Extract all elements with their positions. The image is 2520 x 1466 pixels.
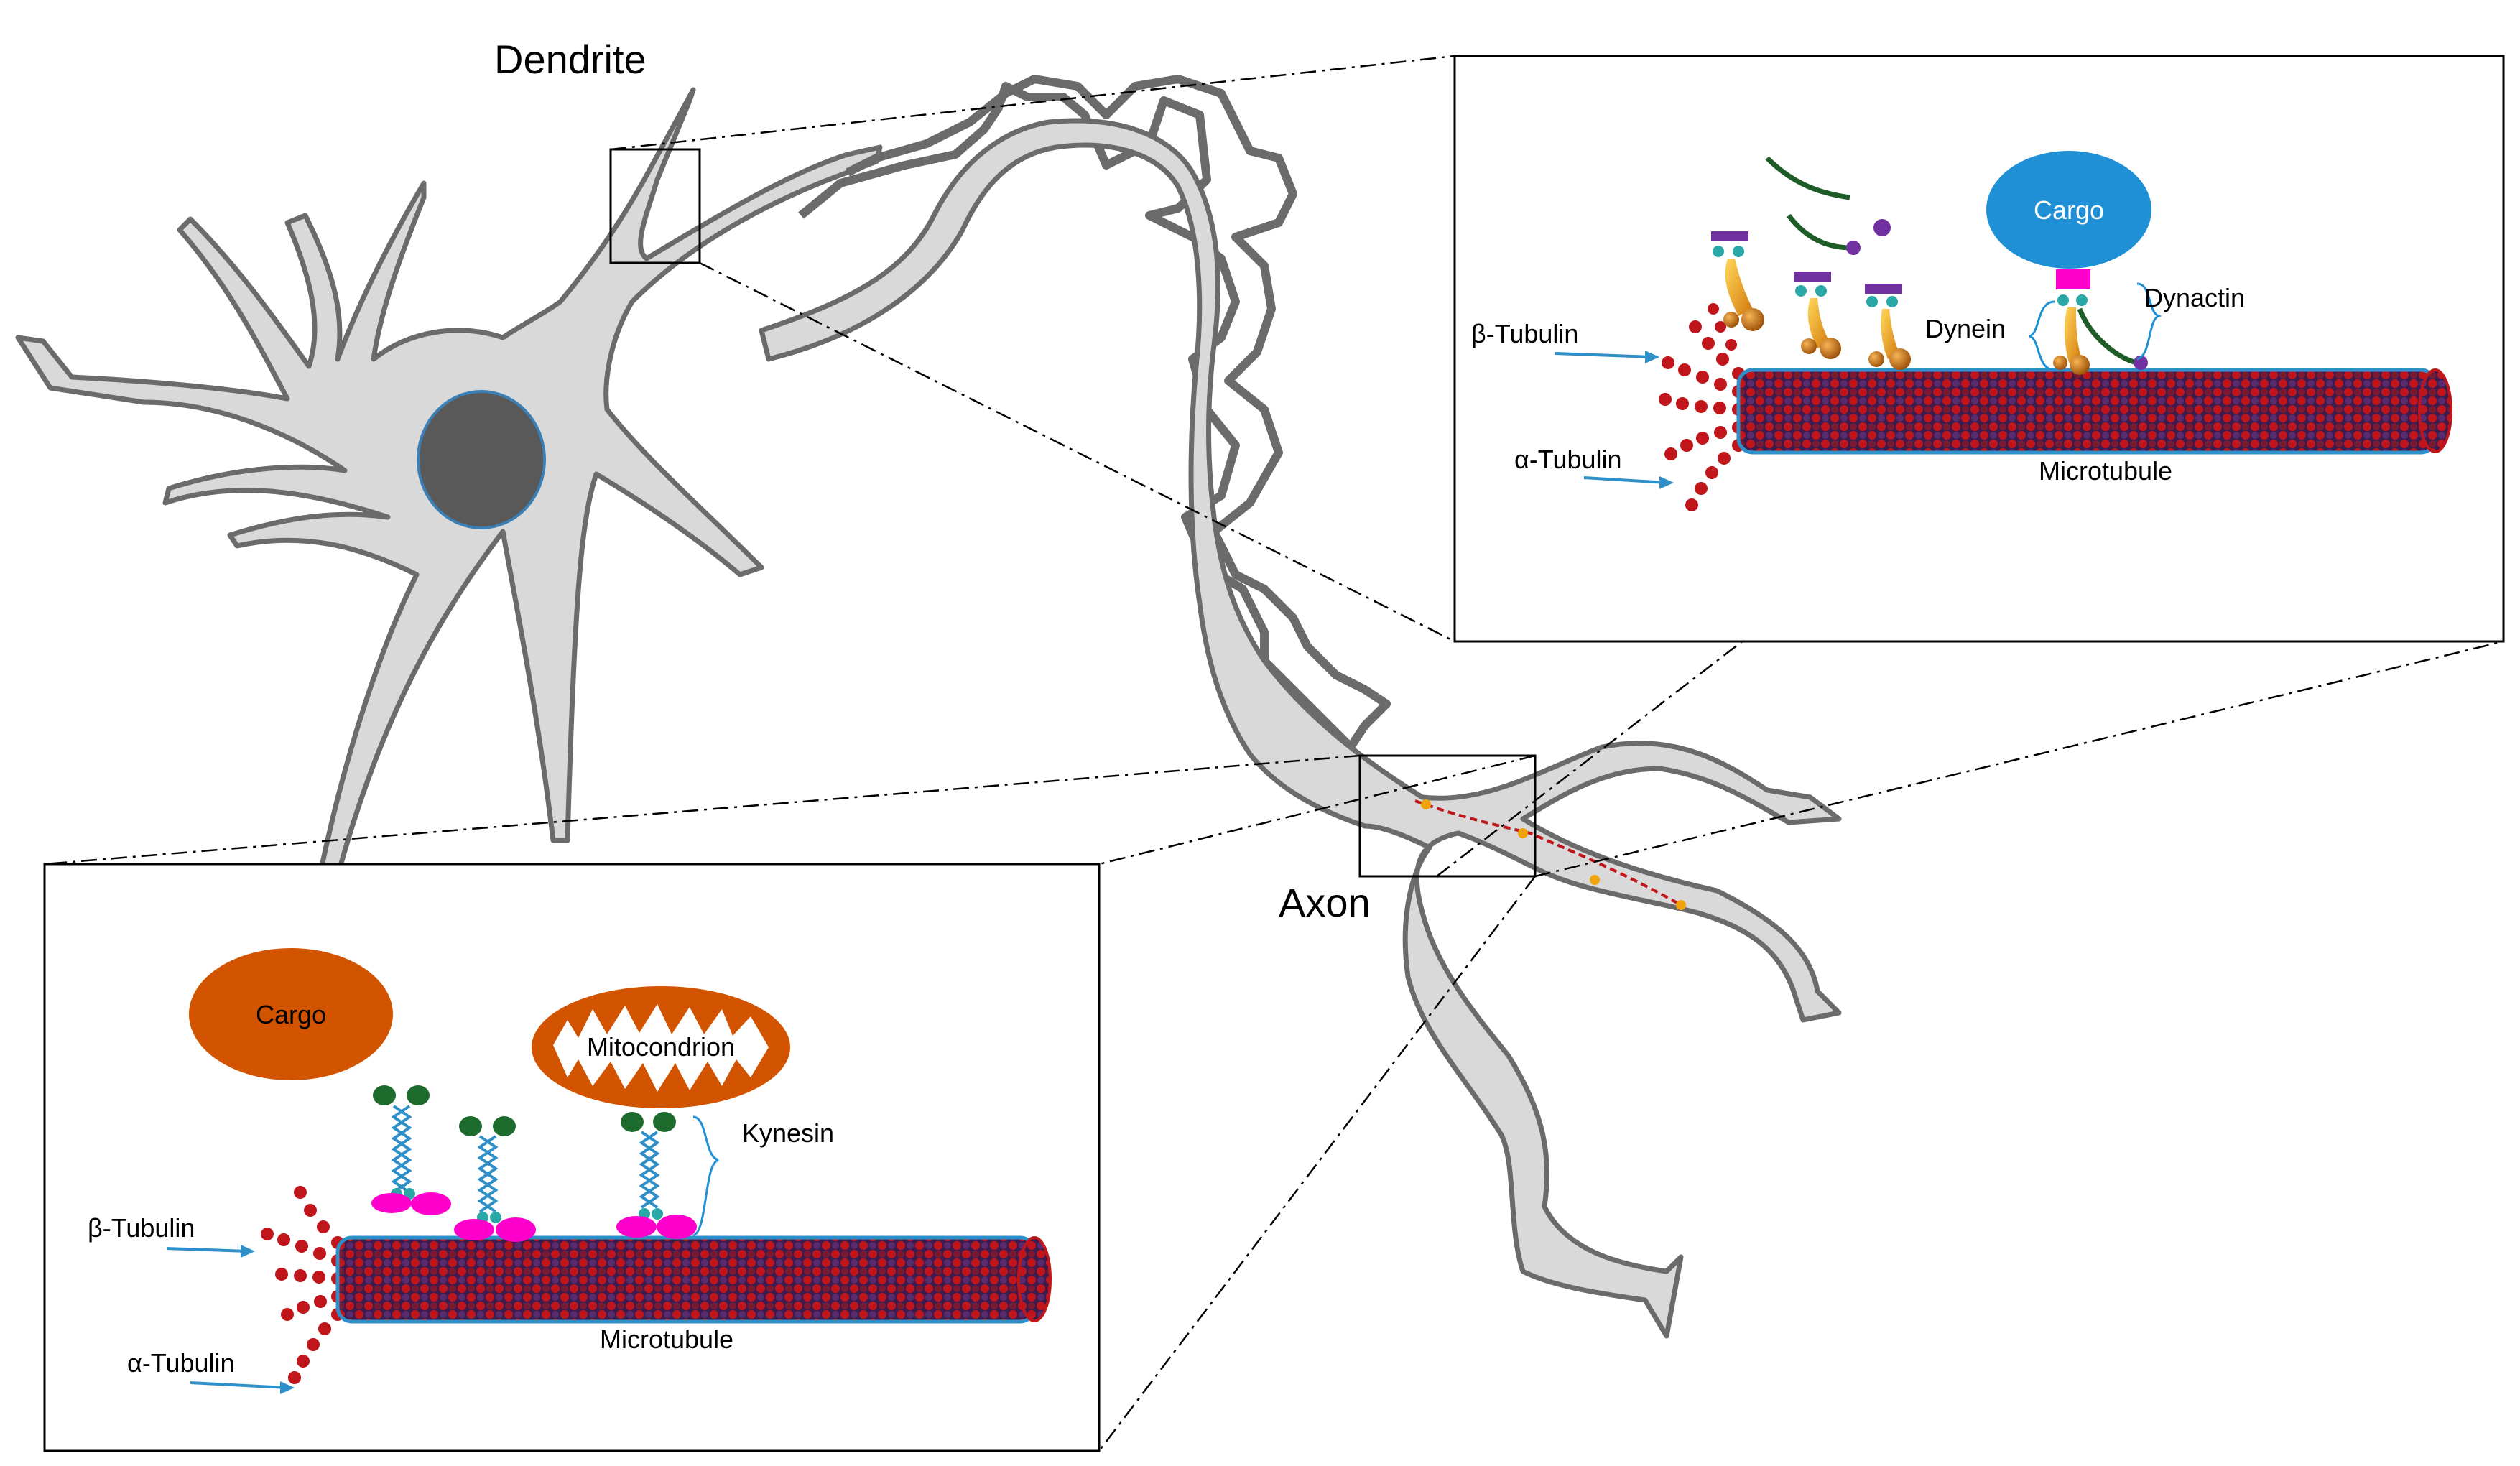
dynactin-arm	[2077, 307, 2138, 366]
dynein-bracket	[2029, 300, 2055, 371]
kinesin-bracket	[692, 1115, 719, 1237]
nucleus	[417, 390, 546, 529]
beta-tubulin-arrow	[1555, 352, 1653, 358]
dynein-cargo-label: Cargo	[2034, 195, 2104, 225]
microtubule-label: Microtubule	[2039, 456, 2172, 486]
axon-track	[1414, 799, 1682, 906]
dendrite-label: Dendrite	[494, 37, 647, 82]
zoom-line	[1098, 754, 1536, 866]
axon-label: Axon	[1279, 880, 1371, 925]
vesicle	[1590, 875, 1600, 885]
zoom-line	[699, 261, 1455, 643]
axon-sheath-outline	[798, 75, 1391, 751]
dynein-label: Dynein	[1925, 314, 2006, 343]
beta-tubulin-label: β-Tubulin	[1471, 319, 1578, 348]
axon-zoom-box	[1358, 754, 1537, 878]
dynactin-fragment	[1765, 156, 1850, 200]
kinesin-cargo-label: Cargo	[256, 1000, 326, 1029]
vesicle	[1421, 799, 1431, 809]
zoom-line	[1098, 876, 1536, 1452]
kinesin-motor	[371, 1085, 451, 1215]
microtubule	[335, 1235, 1037, 1324]
dynactin-dot	[1873, 219, 1891, 236]
neuron	[15, 75, 1842, 1339]
dynein-panel: Cargo β-Tubulin α-Tubulin Dynein Dynacti…	[1453, 55, 2505, 643]
cargo-blue	[1986, 151, 2151, 269]
microtubule-label: Microtubule	[600, 1324, 733, 1354]
alpha-tubulin-label: α-Tubulin	[127, 1348, 235, 1378]
mitochondrion-label: Mitocondrion	[587, 1032, 735, 1062]
dynactin-label: Dynactin	[2144, 283, 2245, 312]
beta-tubulin-arrow	[166, 1247, 249, 1253]
dynactin-dot	[1846, 241, 1861, 255]
alpha-tubulin-label: α-Tubulin	[1514, 445, 1622, 474]
cargo-orange	[189, 948, 393, 1080]
beta-tubulin-label: β-Tubulin	[88, 1213, 195, 1243]
zoom-line	[44, 754, 1361, 866]
kinesin-motor	[616, 1112, 697, 1239]
alpha-tubulin-arrow	[190, 1381, 288, 1389]
dynactin-bracket	[2136, 282, 2162, 361]
mitochondrion-cristae	[553, 1004, 769, 1092]
dynein-motor	[1794, 272, 1841, 359]
dynein-attached	[2064, 307, 2082, 363]
vesicle	[1518, 828, 1528, 838]
zoom-line	[610, 55, 1455, 151]
dynein-motor	[1711, 231, 1764, 331]
alpha-tubulin-arrow	[1583, 476, 1667, 484]
kinesin-label: Kynesin	[742, 1118, 834, 1148]
tubulin-fray	[261, 1186, 344, 1384]
kinesin-panel-frame	[43, 863, 1101, 1452]
dynein-motor	[1865, 284, 1911, 370]
zoom-line	[1534, 640, 2504, 878]
kinesin-panel: Cargo Mitocondrion	[43, 863, 1101, 1452]
dynein-panel-frame	[1453, 55, 2505, 643]
kinesin-motor	[454, 1116, 536, 1242]
dendrite-zoom-box	[609, 148, 701, 264]
microtubule-end	[1017, 1236, 1052, 1322]
microtubule-end	[2418, 368, 2452, 453]
microtubule	[1736, 368, 2437, 455]
vesicle	[1676, 900, 1686, 910]
axon	[759, 118, 1842, 1339]
dynein-adapter	[2056, 269, 2090, 289]
